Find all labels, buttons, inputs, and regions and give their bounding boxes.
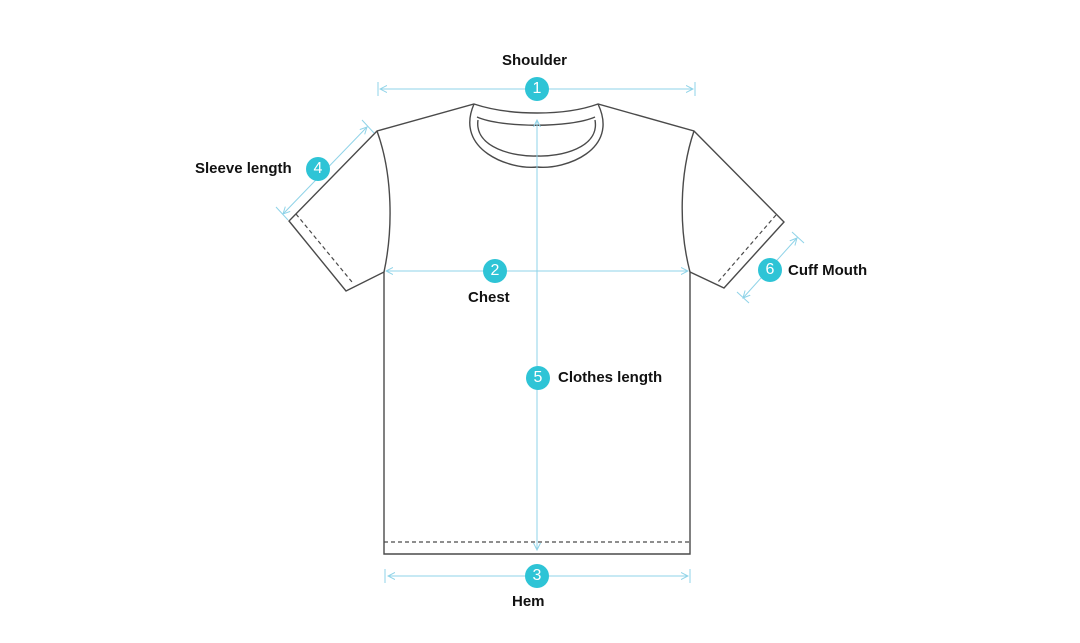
badge-chest: 2 <box>483 259 507 283</box>
badge-hem: 3 <box>525 564 549 588</box>
badge-shoulder: 1 <box>525 77 549 101</box>
measurement-lines <box>275 82 805 583</box>
badge-cuff-mouth: 6 <box>758 258 782 282</box>
label-cuff-mouth: Cuff Mouth <box>788 262 868 279</box>
collar-inner <box>476 116 596 126</box>
label-chest: Chest <box>468 289 510 306</box>
label-clothes-length: Clothes length <box>558 369 663 386</box>
sleeve-tick-bottom <box>275 206 289 221</box>
label-sleeve-length: Sleeve length <box>195 160 292 177</box>
left-armhole-seam <box>376 130 391 273</box>
tshirt-body-outline <box>288 103 785 555</box>
label-hem: Hem <box>512 593 545 610</box>
badge-sleeve-length: 4 <box>306 157 330 181</box>
label-shoulder: Shoulder <box>502 52 568 69</box>
badge-clothes-length: 5 <box>526 366 550 390</box>
left-cuff-stitch <box>295 213 353 283</box>
right-armhole-seam <box>681 130 695 273</box>
cuff-tick-bottom <box>736 291 750 304</box>
cuff-tick-top <box>791 231 805 244</box>
sleeve-tick-top <box>361 119 375 134</box>
